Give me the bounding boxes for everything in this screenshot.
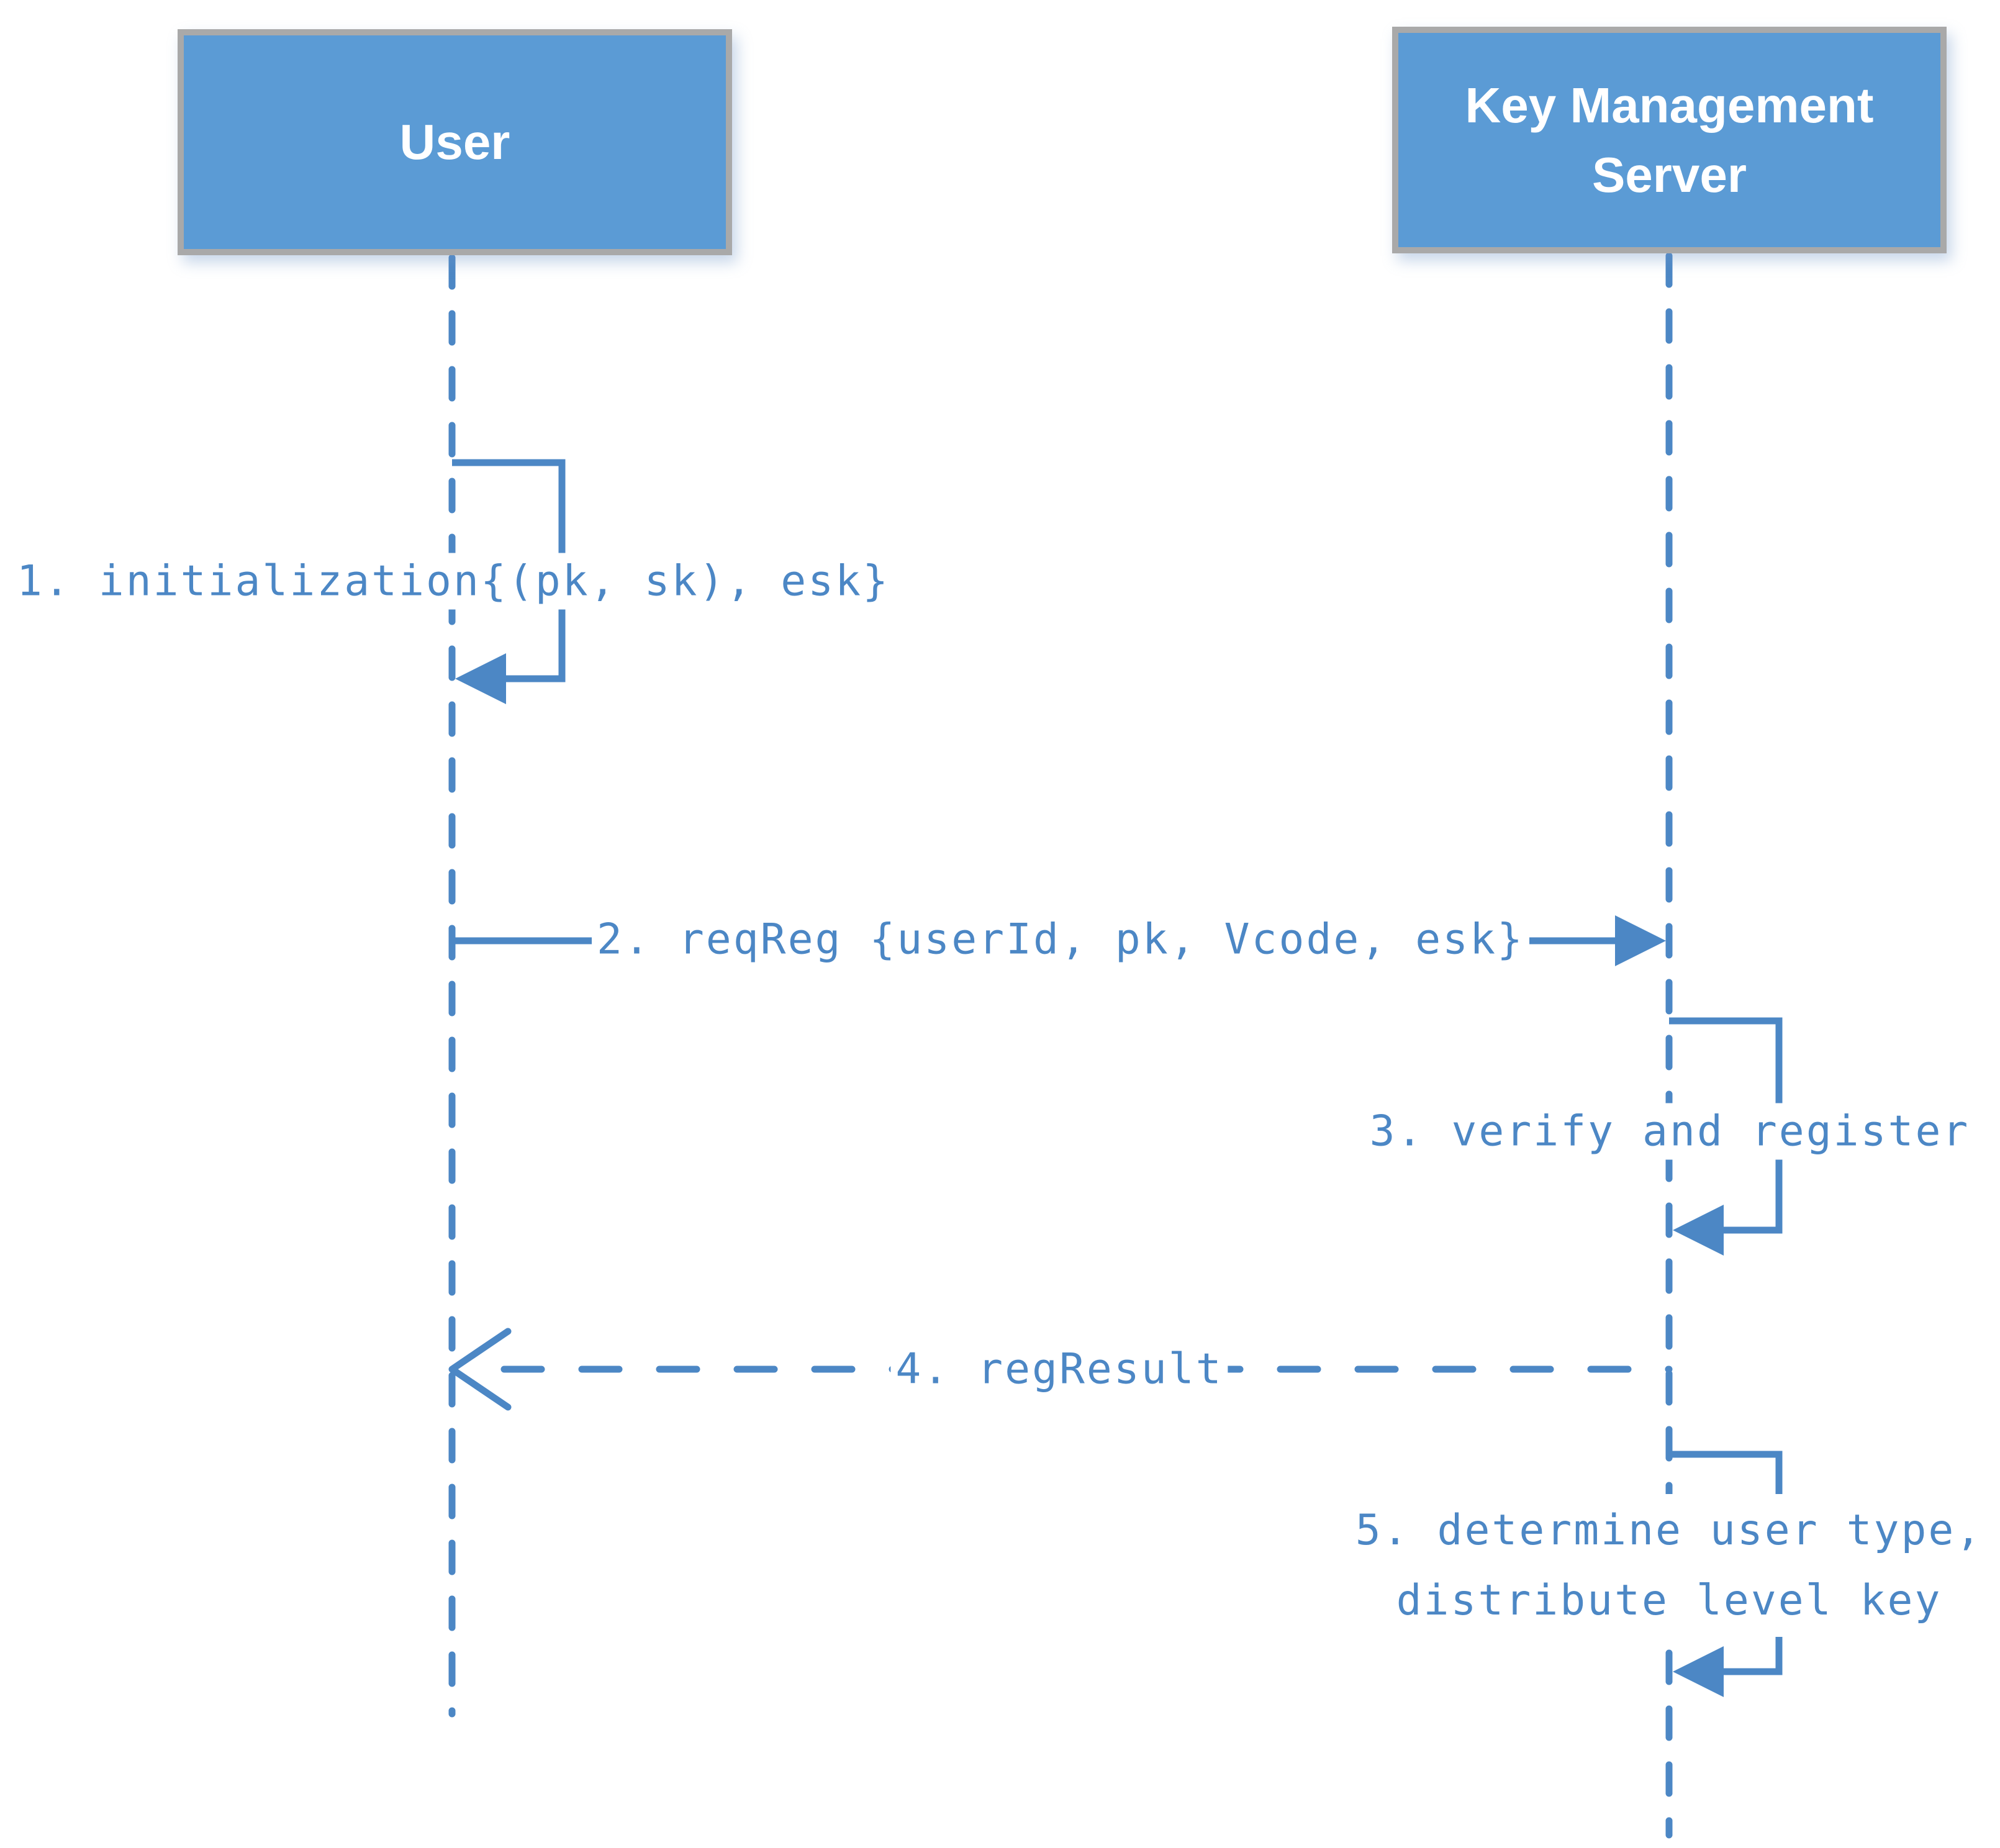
self-message-3-arrowhead-icon bbox=[1673, 1205, 1724, 1256]
actor-kms: Key Management Server bbox=[1392, 27, 1947, 253]
message-5-label-line2: distribute level key bbox=[1396, 1576, 1942, 1625]
self-message-5-arrowhead-icon bbox=[1673, 1646, 1724, 1697]
message-4-label: 4. regResult bbox=[890, 1341, 1228, 1398]
actor-kms-label: Key Management Server bbox=[1465, 71, 1874, 210]
actor-user-label: User bbox=[399, 114, 510, 170]
actor-kms-label-line2: Server bbox=[1591, 147, 1747, 202]
self-message-1-arrowhead-icon bbox=[455, 653, 506, 704]
actor-kms-label-line1: Key Management bbox=[1465, 77, 1874, 133]
message-5-label-line1: 5. determine user type, bbox=[1355, 1506, 1983, 1555]
message-4-open-arrowhead-icon bbox=[448, 1328, 512, 1411]
message-5-label: 5. determine user type, distribute level… bbox=[1350, 1494, 1988, 1637]
message-3-label: 3. verify and register bbox=[1364, 1103, 1975, 1160]
message-2-arrowhead-icon bbox=[1615, 915, 1666, 966]
message-1-label: 1. initialization{(pk, sk), esk} bbox=[11, 553, 895, 610]
message-2-label: 2. reqReg {userId, pk, Vcode, esk} bbox=[592, 911, 1529, 968]
actor-user: User bbox=[178, 29, 732, 255]
